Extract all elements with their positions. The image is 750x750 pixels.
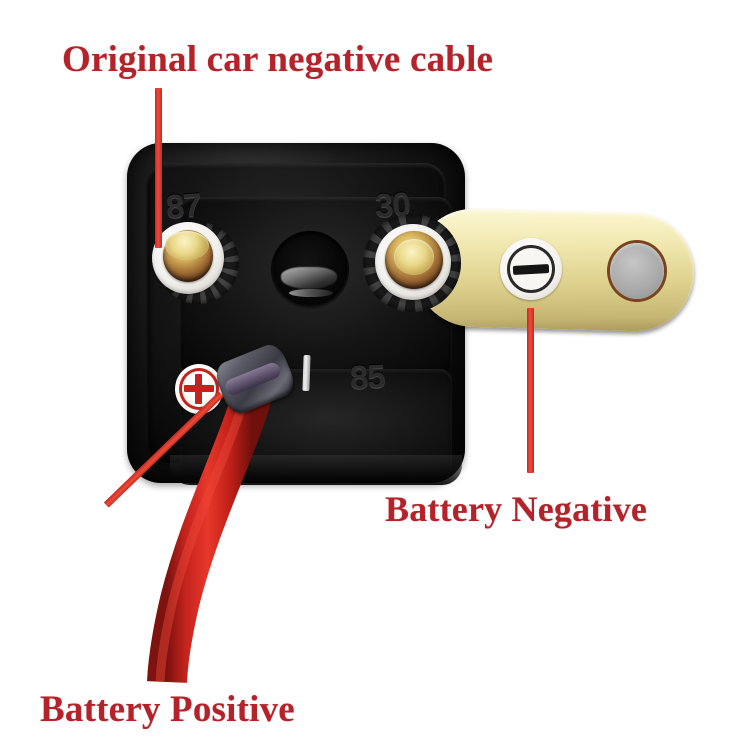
pointer-line-battery-negative — [527, 308, 534, 473]
hole-metal-glint — [281, 267, 337, 289]
minus-marker-badge — [500, 238, 562, 300]
emboss-marking-87: 87 — [164, 185, 202, 226]
label-battery-positive: Battery Positive — [40, 689, 295, 730]
pointer-line-negative-cable — [155, 88, 162, 248]
right-terminal-bolt-cap — [394, 239, 434, 275]
label-original-car-negative-cable: Original car negative cable — [62, 39, 494, 80]
strap-eyelet-hole — [610, 243, 664, 299]
emboss-marking-85: 85 — [349, 357, 386, 396]
relay-bottom-lip — [170, 455, 462, 485]
left-terminal-bolt-cap — [165, 231, 209, 260]
emboss-tick-mark — [302, 354, 311, 392]
cable-lug-band — [222, 360, 283, 398]
plus-icon-vertical — [195, 374, 202, 404]
center-mounting-hole — [271, 231, 349, 309]
hole-metal-glint-secondary — [289, 289, 333, 297]
positive-terminal-badge — [175, 364, 223, 414]
minus-icon — [512, 264, 550, 275]
label-battery-negative: Battery Negative — [385, 489, 648, 529]
